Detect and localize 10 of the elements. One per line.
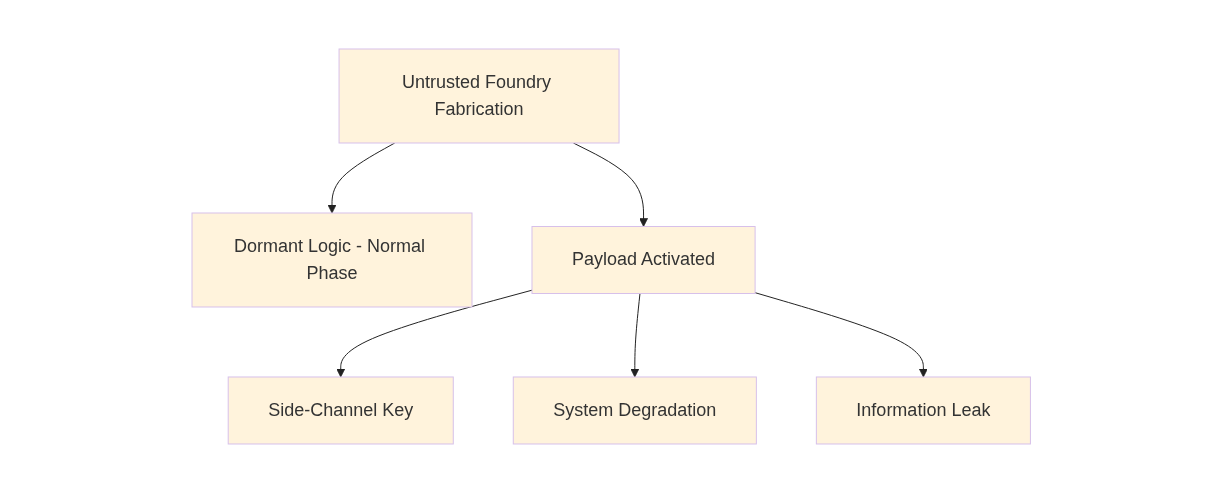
node-box: System Degradation	[513, 376, 758, 445]
node-box: Information Leak	[816, 376, 1032, 445]
arrow	[573, 142, 649, 227]
node-box: Dormant Logic - Normal Phase	[191, 212, 473, 308]
arrow	[336, 289, 533, 378]
node-box: Payload Activated	[531, 226, 756, 294]
node-box: Side-Channel Key	[227, 376, 455, 445]
arrow	[630, 293, 641, 378]
node-box: Untrusted Foundry Fabrication	[338, 48, 620, 144]
arrow	[754, 292, 929, 378]
